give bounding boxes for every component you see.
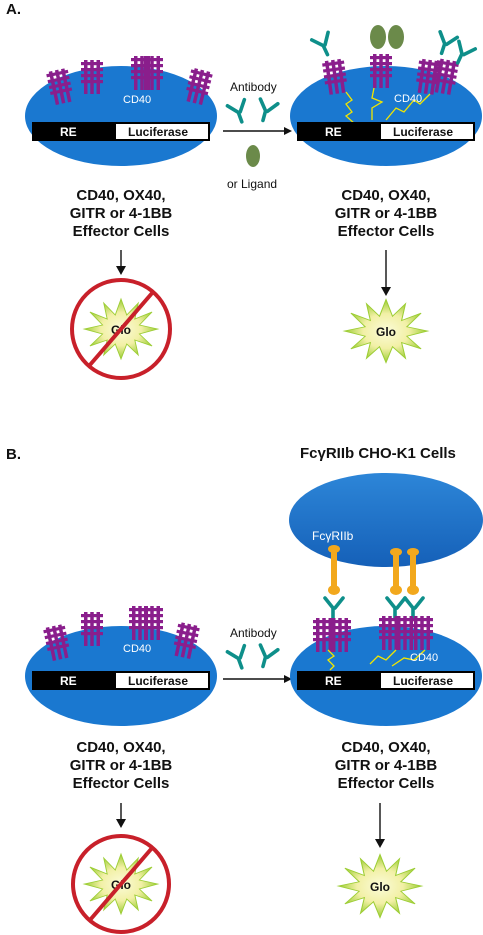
caption-b-left: CD40, OX40, GITR or 4-1BB Effector Cells bbox=[70, 739, 173, 792]
antibody-icon bbox=[323, 596, 345, 620]
antibody-icon bbox=[432, 30, 460, 59]
ligand-icon bbox=[246, 145, 260, 167]
glo-result: Glo bbox=[343, 298, 429, 364]
glo-result: Glo bbox=[337, 853, 423, 919]
down-arrow bbox=[116, 803, 126, 828]
receptor-icon bbox=[411, 616, 433, 650]
cho-cell-title: FcγRIIb CHO-K1 Cells bbox=[300, 445, 456, 462]
signal-icon bbox=[326, 649, 336, 671]
no-symbol-slash bbox=[88, 846, 154, 922]
panel-b-label: B. bbox=[6, 446, 21, 463]
no-glo-result: Glo bbox=[70, 278, 172, 380]
fc-receptor-icon bbox=[390, 548, 402, 595]
luciferase-label: Luciferase bbox=[128, 674, 188, 688]
receptor-icon bbox=[141, 56, 163, 90]
down-arrow bbox=[375, 803, 385, 848]
antibody-icon bbox=[403, 596, 425, 620]
signal-icon bbox=[371, 87, 384, 120]
cd40-label: CD40 bbox=[410, 652, 438, 664]
fc-receptor-label: FcγRIIb bbox=[312, 529, 354, 543]
caption-line: GITR or 4-1BB bbox=[335, 757, 438, 774]
caption-line: GITR or 4-1BB bbox=[70, 205, 173, 222]
caption-a-left: CD40, OX40, GITR or 4-1BB Effector Cells bbox=[70, 187, 173, 240]
receptor-icon bbox=[329, 618, 351, 652]
effector-cell-b-left: CD40 RE Luciferase bbox=[25, 606, 217, 726]
caption-line: CD40, OX40, bbox=[341, 187, 430, 204]
re-label: RE bbox=[60, 674, 77, 688]
effector-cell-b-right: CD40 RE Luciferase bbox=[290, 596, 482, 726]
antibody-icon bbox=[225, 643, 253, 673]
arrow-antibody-label: Antibody bbox=[230, 80, 277, 94]
caption-line: Effector Cells bbox=[73, 223, 170, 240]
arrow-ligand-label: or Ligand bbox=[227, 177, 277, 191]
down-arrow bbox=[381, 250, 391, 296]
luciferase-box bbox=[381, 124, 473, 139]
re-label: RE bbox=[325, 125, 342, 139]
signal-icon bbox=[385, 93, 431, 121]
luciferase-box bbox=[116, 124, 208, 139]
antibody-icon bbox=[225, 97, 253, 127]
caption-b-right: CD40, OX40, GITR or 4-1BB Effector Cells bbox=[335, 739, 438, 792]
glo-label: Glo bbox=[370, 880, 390, 894]
ligand-icon bbox=[370, 25, 386, 49]
receptor-icon bbox=[81, 60, 103, 94]
effector-cell-a-left: CD40 RE Luciferase bbox=[25, 56, 217, 166]
caption-line: CD40, OX40, bbox=[341, 739, 430, 756]
treatment-arrow-a: Antibody or Ligand bbox=[223, 80, 292, 191]
luciferase-box bbox=[381, 673, 473, 688]
arrow-head bbox=[284, 127, 292, 135]
no-symbol-slash bbox=[87, 290, 155, 368]
antibody-icon bbox=[253, 643, 280, 671]
receptor-icon bbox=[81, 612, 103, 646]
caption-line: Effector Cells bbox=[338, 775, 435, 792]
effector-cell-a-right: CD40 RE Luciferase bbox=[290, 25, 482, 166]
no-symbol-icon bbox=[71, 834, 171, 934]
caption-a-right: CD40, OX40, GITR or 4-1BB Effector Cells bbox=[335, 187, 438, 240]
re-label: RE bbox=[325, 674, 342, 688]
antibody-icon bbox=[309, 30, 339, 60]
no-glo-result: Glo bbox=[71, 834, 171, 934]
panel-a-label: A. bbox=[6, 1, 21, 18]
receptor-icon bbox=[370, 54, 392, 88]
antibody-icon bbox=[253, 97, 280, 125]
caption-line: Effector Cells bbox=[73, 775, 170, 792]
cd40-label: CD40 bbox=[123, 94, 151, 106]
cd40-label: CD40 bbox=[123, 643, 151, 655]
antibody-icon bbox=[385, 596, 407, 620]
fc-receptor-icon bbox=[407, 548, 419, 595]
luciferase-label: Luciferase bbox=[393, 674, 453, 688]
glo-label: Glo bbox=[376, 325, 396, 339]
cho-k1-cell: FcγRIIb bbox=[289, 473, 483, 595]
treatment-arrow-b: Antibody bbox=[223, 626, 292, 683]
receptor-icon bbox=[141, 606, 163, 640]
signal-icon bbox=[391, 649, 426, 667]
arrow-antibody-label: Antibody bbox=[230, 626, 277, 640]
luciferase-box bbox=[116, 673, 208, 688]
re-label: RE bbox=[60, 125, 77, 139]
caption-line: Effector Cells bbox=[338, 223, 435, 240]
caption-line: GITR or 4-1BB bbox=[70, 757, 173, 774]
arrow-head bbox=[284, 675, 292, 683]
signal-icon bbox=[344, 91, 356, 125]
caption-line: GITR or 4-1BB bbox=[335, 205, 438, 222]
signal-icon bbox=[369, 649, 397, 665]
cd40-label: CD40 bbox=[394, 93, 422, 105]
luciferase-label: Luciferase bbox=[128, 125, 188, 139]
luciferase-label: Luciferase bbox=[393, 125, 453, 139]
down-arrow bbox=[116, 250, 126, 275]
no-symbol-icon bbox=[70, 278, 172, 380]
caption-line: CD40, OX40, bbox=[76, 739, 165, 756]
fc-receptor-icon bbox=[328, 545, 340, 595]
cell-body bbox=[289, 473, 483, 567]
ligand-icon bbox=[388, 25, 404, 49]
caption-line: CD40, OX40, bbox=[76, 187, 165, 204]
